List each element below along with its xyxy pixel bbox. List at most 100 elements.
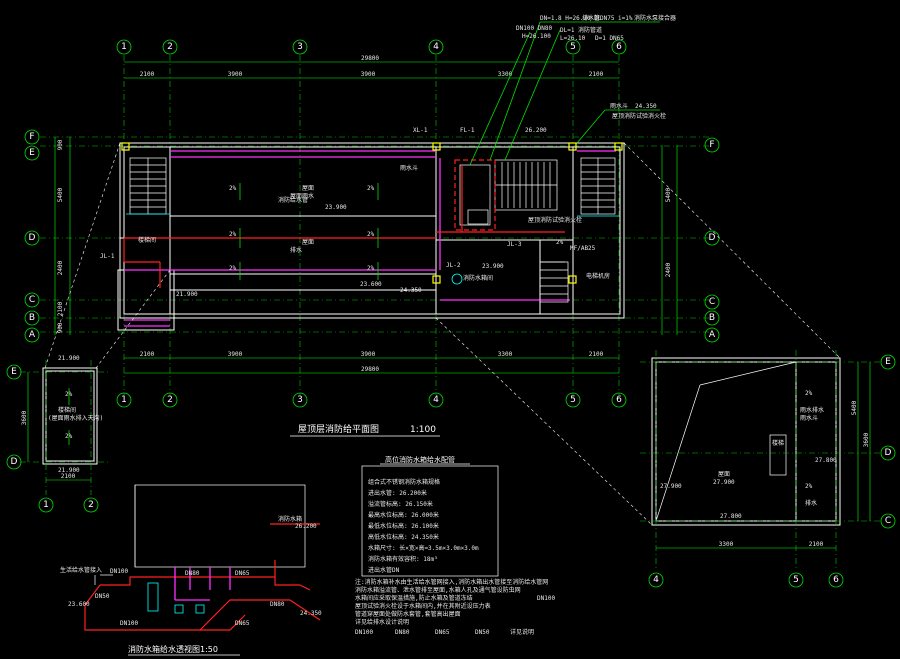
svg-text:2100: 2100 [61, 473, 76, 480]
svg-text:23.900: 23.900 [325, 204, 347, 211]
fire-pipes [123, 165, 495, 288]
svg-text:消防水箱溢流管、泄水管排至屋面,水箱人孔及通气管设防虫网: 消防水箱溢流管、泄水管排至屋面,水箱人孔及通气管设防虫网 [355, 586, 521, 594]
svg-text:5400: 5400 [57, 187, 64, 202]
svg-text:屋顶消防试验消火栓: 屋顶消防试验消火栓 [612, 112, 666, 120]
svg-text:2100: 2100 [589, 71, 604, 78]
stair-treads-left [130, 164, 166, 208]
svg-text:6: 6 [833, 575, 839, 585]
svg-text:5: 5 [570, 42, 576, 52]
svg-text:D: D [885, 448, 892, 458]
svg-text:5: 5 [570, 395, 576, 405]
svg-text:A: A [29, 330, 36, 340]
main-plan: 1 2 3 4 5 6 1 2 3 4 5 6 F E D C B A F D [24, 14, 841, 526]
svg-text:E: E [29, 148, 35, 158]
svg-text:C: C [885, 516, 891, 526]
svg-text:3900: 3900 [361, 71, 376, 78]
axis-bubble-big-4: 4 [648, 572, 664, 588]
svg-text:3900: 3900 [228, 71, 243, 78]
svg-text:2%: 2% [229, 265, 237, 272]
rain-downpipes [121, 142, 623, 285]
svg-text:2%: 2% [229, 185, 237, 192]
axis-bubble-left-F: F [24, 129, 40, 145]
svg-text:进出水管: 26.200米: 进出水管: 26.200米 [368, 489, 427, 497]
svg-text:21.900: 21.900 [176, 291, 198, 298]
svg-text:DN80: DN80 [270, 601, 285, 608]
axis-bubble-left-B: B [24, 310, 40, 326]
axis-bubble-small-D: D [6, 454, 22, 470]
svg-text:屋面: 屋面 [718, 471, 730, 478]
svg-text:消防水泵接合器: 消防水泵接合器 [634, 14, 676, 22]
top-axis-bubbles: 1 2 3 4 5 6 [116, 39, 627, 55]
svg-text:楼梯间: 楼梯间 [138, 236, 156, 244]
axis-bubble-top-5: 5 [565, 39, 581, 55]
svg-text:26.200: 26.200 [525, 127, 547, 134]
svg-text:C: C [709, 297, 715, 307]
svg-text:900: 900 [57, 322, 64, 333]
svg-text:23.900: 23.900 [482, 263, 504, 270]
plan-labels: 屋面 屋面雨水 屋面 排水 雨水斗 消防给水管 23.900 23.600 21… [100, 127, 610, 298]
axis-bubble-bottom-2: 2 [162, 392, 178, 408]
axis-bubble-bottom-5: 5 [565, 392, 581, 408]
projection-lines [44, 142, 841, 526]
svg-text:A: A [709, 330, 716, 340]
svg-text:JL-2: JL-2 [446, 262, 461, 269]
svg-text:雨水排水: 雨水排水 [800, 406, 824, 414]
svg-text:雨水斗: 雨水斗 [610, 102, 628, 110]
svg-text:2%: 2% [367, 265, 375, 272]
svg-text:屋顶消防试验消火栓: 屋顶消防试验消火栓 [528, 216, 582, 224]
axis-bubble-small-2: 2 [83, 497, 99, 513]
svg-text:消防水箱: 消防水箱 [278, 515, 302, 523]
svg-text:进出水管DN: 进出水管DN [368, 566, 400, 574]
svg-text:MF/AB25: MF/AB25 [570, 245, 596, 252]
svg-text:详见给排水设计说明: 详见给排水设计说明 [355, 618, 409, 626]
axis-bubble-bottom-6: 6 [611, 392, 627, 408]
axis-bubble-left-C: C [24, 292, 40, 308]
dimension-left: 900 5400 2400 2100 900 [54, 137, 71, 335]
notes-block: 注:消防水箱补水由生活给水管网接入,消防水箱出水管接至消防给水管网 消防水箱溢流… [355, 578, 555, 636]
svg-text:2%: 2% [229, 231, 237, 238]
axis-bubble-top-3: 3 [292, 39, 308, 55]
svg-text:27.800: 27.800 [720, 513, 742, 520]
spec-box: 高位消防水箱给水配管 组合式不锈钢消防水箱规格 进出水管: 26.200米 溢流… [361, 455, 499, 577]
svg-text:27.900: 27.900 [660, 483, 682, 490]
svg-text:排水: 排水 [290, 246, 302, 254]
svg-text:组合式不锈钢消防水箱规格: 组合式不锈钢消防水箱规格 [368, 478, 440, 486]
svg-text:水箱尺寸: 长×宽×高=3.5m×3.0m×3.0m: 水箱尺寸: 长×宽×高=3.5m×3.0m×3.0m [368, 544, 479, 552]
svg-text:3900: 3900 [228, 351, 243, 358]
svg-text:DL=1 消防管道: DL=1 消防管道 [560, 26, 602, 34]
svg-text:3300: 3300 [498, 71, 513, 78]
svg-text:3300: 3300 [498, 351, 513, 358]
svg-text:2%: 2% [805, 390, 813, 397]
svg-text:21.900: 21.900 [58, 355, 80, 362]
svg-text:DN100: DN100 [537, 595, 555, 602]
svg-text:JL-1: JL-1 [100, 253, 115, 260]
svg-text:6: 6 [616, 42, 622, 52]
svg-text:L=26.10: L=26.10 [560, 35, 586, 42]
svg-text:DN100: DN100 [355, 629, 373, 636]
top-annotations: DN=1.8 H=26.20 DL 排水管DN75 i=1% 消防水泵接合器 D… [469, 14, 676, 166]
svg-text:高低水位标高: 24.350米: 高低水位标高: 24.350米 [368, 533, 439, 541]
svg-text:(屋面雨水排入天沟): (屋面雨水排入天沟) [48, 414, 103, 422]
svg-text:溢流管标高: 26.150米: 溢流管标高: 26.150米 [368, 500, 433, 508]
svg-text:2: 2 [167, 42, 173, 52]
svg-text:排水: 排水 [805, 499, 817, 507]
riser-diagram: 消防水箱 26.200 生活给水管接入 DN100 DN80 DN65 [60, 484, 322, 656]
axis-bubble-top-4: 4 [428, 39, 444, 55]
axis-bubble-top-1: 1 [116, 39, 132, 55]
svg-text:消防水箱有效容积: 18m³: 消防水箱有效容积: 18m³ [368, 555, 438, 563]
axis-bubble-left-A: A [24, 327, 40, 343]
svg-text:E: E [11, 367, 17, 377]
axis-bubble-big-C: C [880, 513, 896, 529]
svg-text:C: C [29, 295, 35, 305]
svg-text:3: 3 [297, 42, 303, 52]
svg-text:3600: 3600 [863, 432, 870, 447]
bottom-axis-bubbles: 1 2 3 4 5 6 [116, 392, 627, 408]
slope-arrows: 2% 2% 2% 2% 2% 2% [229, 183, 379, 280]
svg-text:DN50: DN50 [475, 629, 490, 636]
svg-text:DN80: DN80 [395, 629, 410, 636]
svg-text:JL-3: JL-3 [507, 241, 522, 248]
svg-text:注:消防水箱补水由生活给水管网接入,消防水箱出水管接至消防给: 注:消防水箱补水由生活给水管网接入,消防水箱出水管接至消防给水管网 [355, 578, 548, 586]
svg-text:生活给水管接入: 生活给水管接入 [60, 566, 102, 574]
dimension-bottom: 2100 3900 3900 3300 2100 29800 [124, 351, 619, 374]
svg-text:4: 4 [433, 395, 439, 405]
